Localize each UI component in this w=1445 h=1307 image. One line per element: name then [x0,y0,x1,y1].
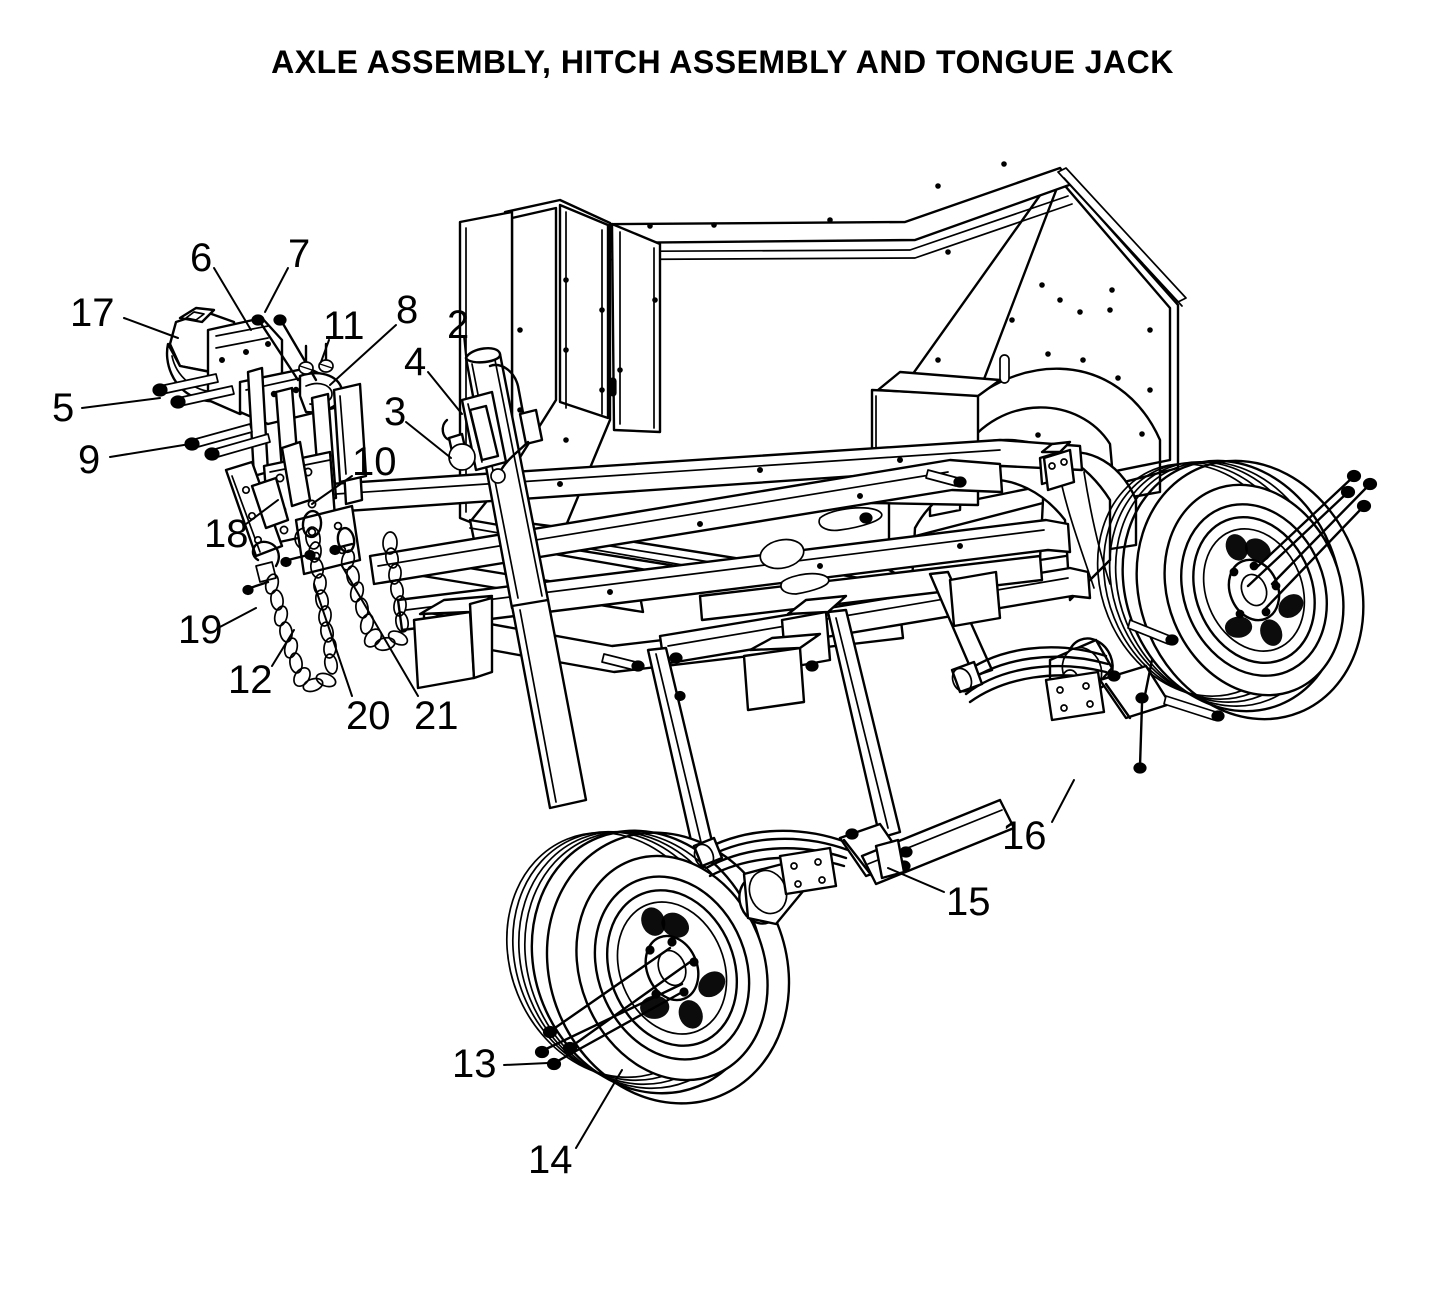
callout-14[interactable]: 14 [528,1138,573,1182]
callout-8[interactable]: 8 [396,288,419,332]
callout-15[interactable]: 15 [946,880,991,924]
frame-fasteners [601,469,967,880]
callout-12[interactable]: 12 [228,658,273,702]
hitch-assembly [152,306,368,576]
hitch-bolts-9 [184,423,271,461]
callout-7[interactable]: 7 [288,232,311,276]
tongue-jack [441,347,588,810]
hitch-nuts [298,342,334,375]
callout-13[interactable]: 13 [452,1042,497,1086]
callout-9[interactable]: 9 [78,438,101,482]
callout-16[interactable]: 16 [1002,814,1047,858]
callout-21[interactable]: 21 [414,694,459,738]
wheel-assembly-left [505,798,1016,1105]
callout-11[interactable]: 11 [323,304,365,348]
callout-2[interactable]: 2 [447,303,470,347]
wheel-assembly-right [950,448,1378,774]
callout-10[interactable]: 10 [352,440,397,484]
callout-leader-lines [81,267,1075,1149]
hitch-bolts-5 [152,373,235,409]
callout-17[interactable]: 17 [70,291,115,335]
callout-20[interactable]: 20 [346,694,391,738]
callout-18[interactable]: 18 [204,512,249,556]
lug-bolts-right [1246,469,1378,612]
callout-3[interactable]: 3 [384,390,407,434]
callout-4[interactable]: 4 [404,340,427,384]
callout-5[interactable]: 5 [52,386,75,430]
lug-bolts-left [534,946,692,1071]
page-title: AXLE ASSEMBLY, HITCH ASSEMBLY AND TONGUE… [271,44,1174,80]
callout-19[interactable]: 19 [178,608,223,652]
callout-6[interactable]: 6 [190,236,213,280]
